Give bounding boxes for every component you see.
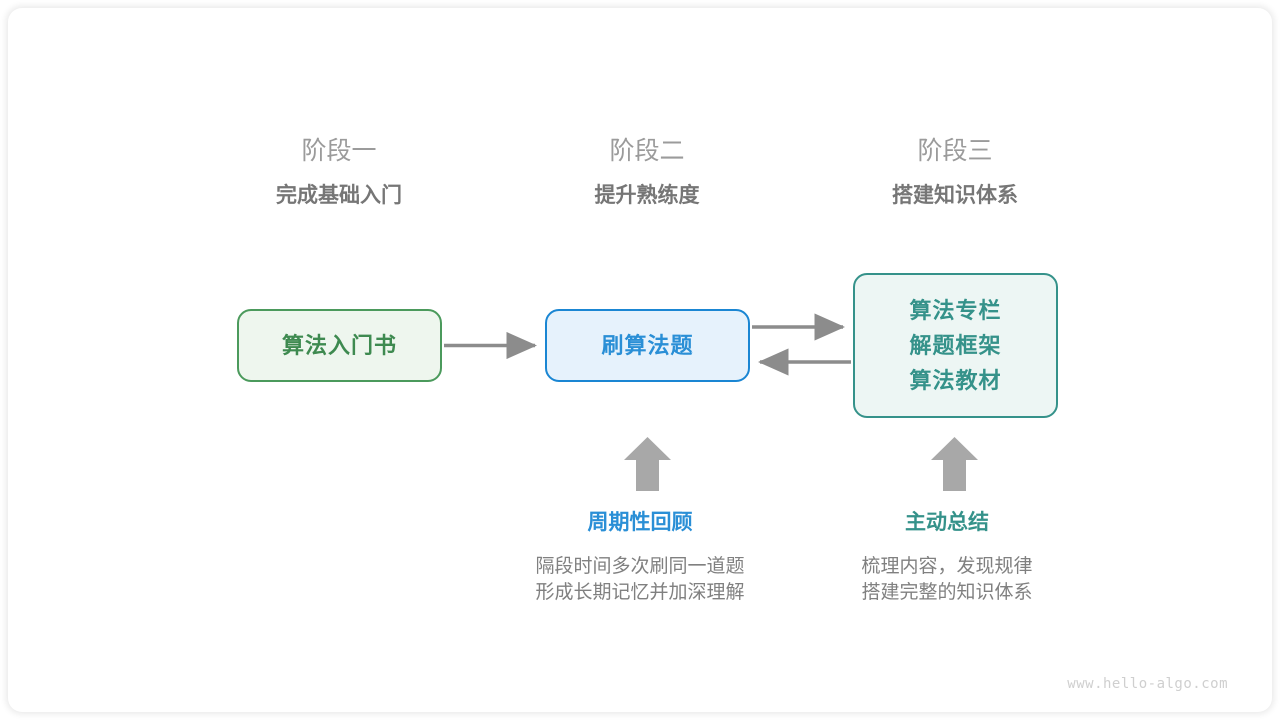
annotation-body-line: 形成长期记忆并加深理解 (535, 582, 745, 603)
stage-title-1: 完成基础入门 (276, 184, 402, 207)
node-line: 算法入门书 (281, 333, 397, 358)
annotation-body-line: 隔段时间多次刷同一道题 (535, 556, 745, 577)
watermark-url: www.hello-algo.com (1067, 676, 1228, 692)
stage-header-3: 阶段三 搭建知识体系 (825, 134, 1085, 211)
node-line: 刷算法题 (601, 333, 694, 358)
arrow-up-summary (931, 437, 978, 491)
stage-title-2: 提升熟练度 (594, 184, 700, 207)
node-knowledge-system[interactable]: 算法专栏 解题框架 算法教材 (853, 273, 1058, 418)
annotation-body: 梳理内容，发现规律 搭建完整的知识体系 (797, 554, 1097, 606)
annotation-title: 主动总结 (905, 511, 989, 534)
annotation-active-summary: 主动总结 梳理内容，发现规律 搭建完整的知识体系 (797, 508, 1097, 606)
stage-index-1: 阶段一 (301, 137, 377, 165)
annotation-body: 隔段时间多次刷同一道题 形成长期记忆并加深理解 (490, 554, 790, 606)
annotation-periodic-review: 周期性回顾 隔段时间多次刷同一道题 形成长期记忆并加深理解 (490, 508, 790, 606)
annotation-body-line: 梳理内容，发现规律 (861, 556, 1033, 577)
stage-index-2: 阶段二 (609, 137, 685, 165)
annotation-body-line: 搭建完整的知识体系 (861, 582, 1033, 603)
stage-title-3: 搭建知识体系 (892, 184, 1018, 207)
node-algorithm-intro-book[interactable]: 算法入门书 (237, 309, 442, 382)
diagram-canvas: 阶段一 完成基础入门 阶段二 提升熟练度 阶段三 搭建知识体系 (8, 8, 1272, 712)
arrow-up-review (624, 437, 671, 491)
node-line: 算法教材 (909, 368, 1002, 393)
stage-index-3: 阶段三 (917, 137, 993, 165)
stage-header-2: 阶段二 提升熟练度 (517, 134, 777, 211)
annotation-title: 周期性回顾 (587, 511, 693, 534)
stage-header-1: 阶段一 完成基础入门 (209, 134, 469, 211)
node-practice-problems[interactable]: 刷算法题 (545, 309, 750, 382)
node-line: 解题框架 (909, 333, 1002, 358)
node-line: 算法专栏 (909, 298, 1002, 323)
